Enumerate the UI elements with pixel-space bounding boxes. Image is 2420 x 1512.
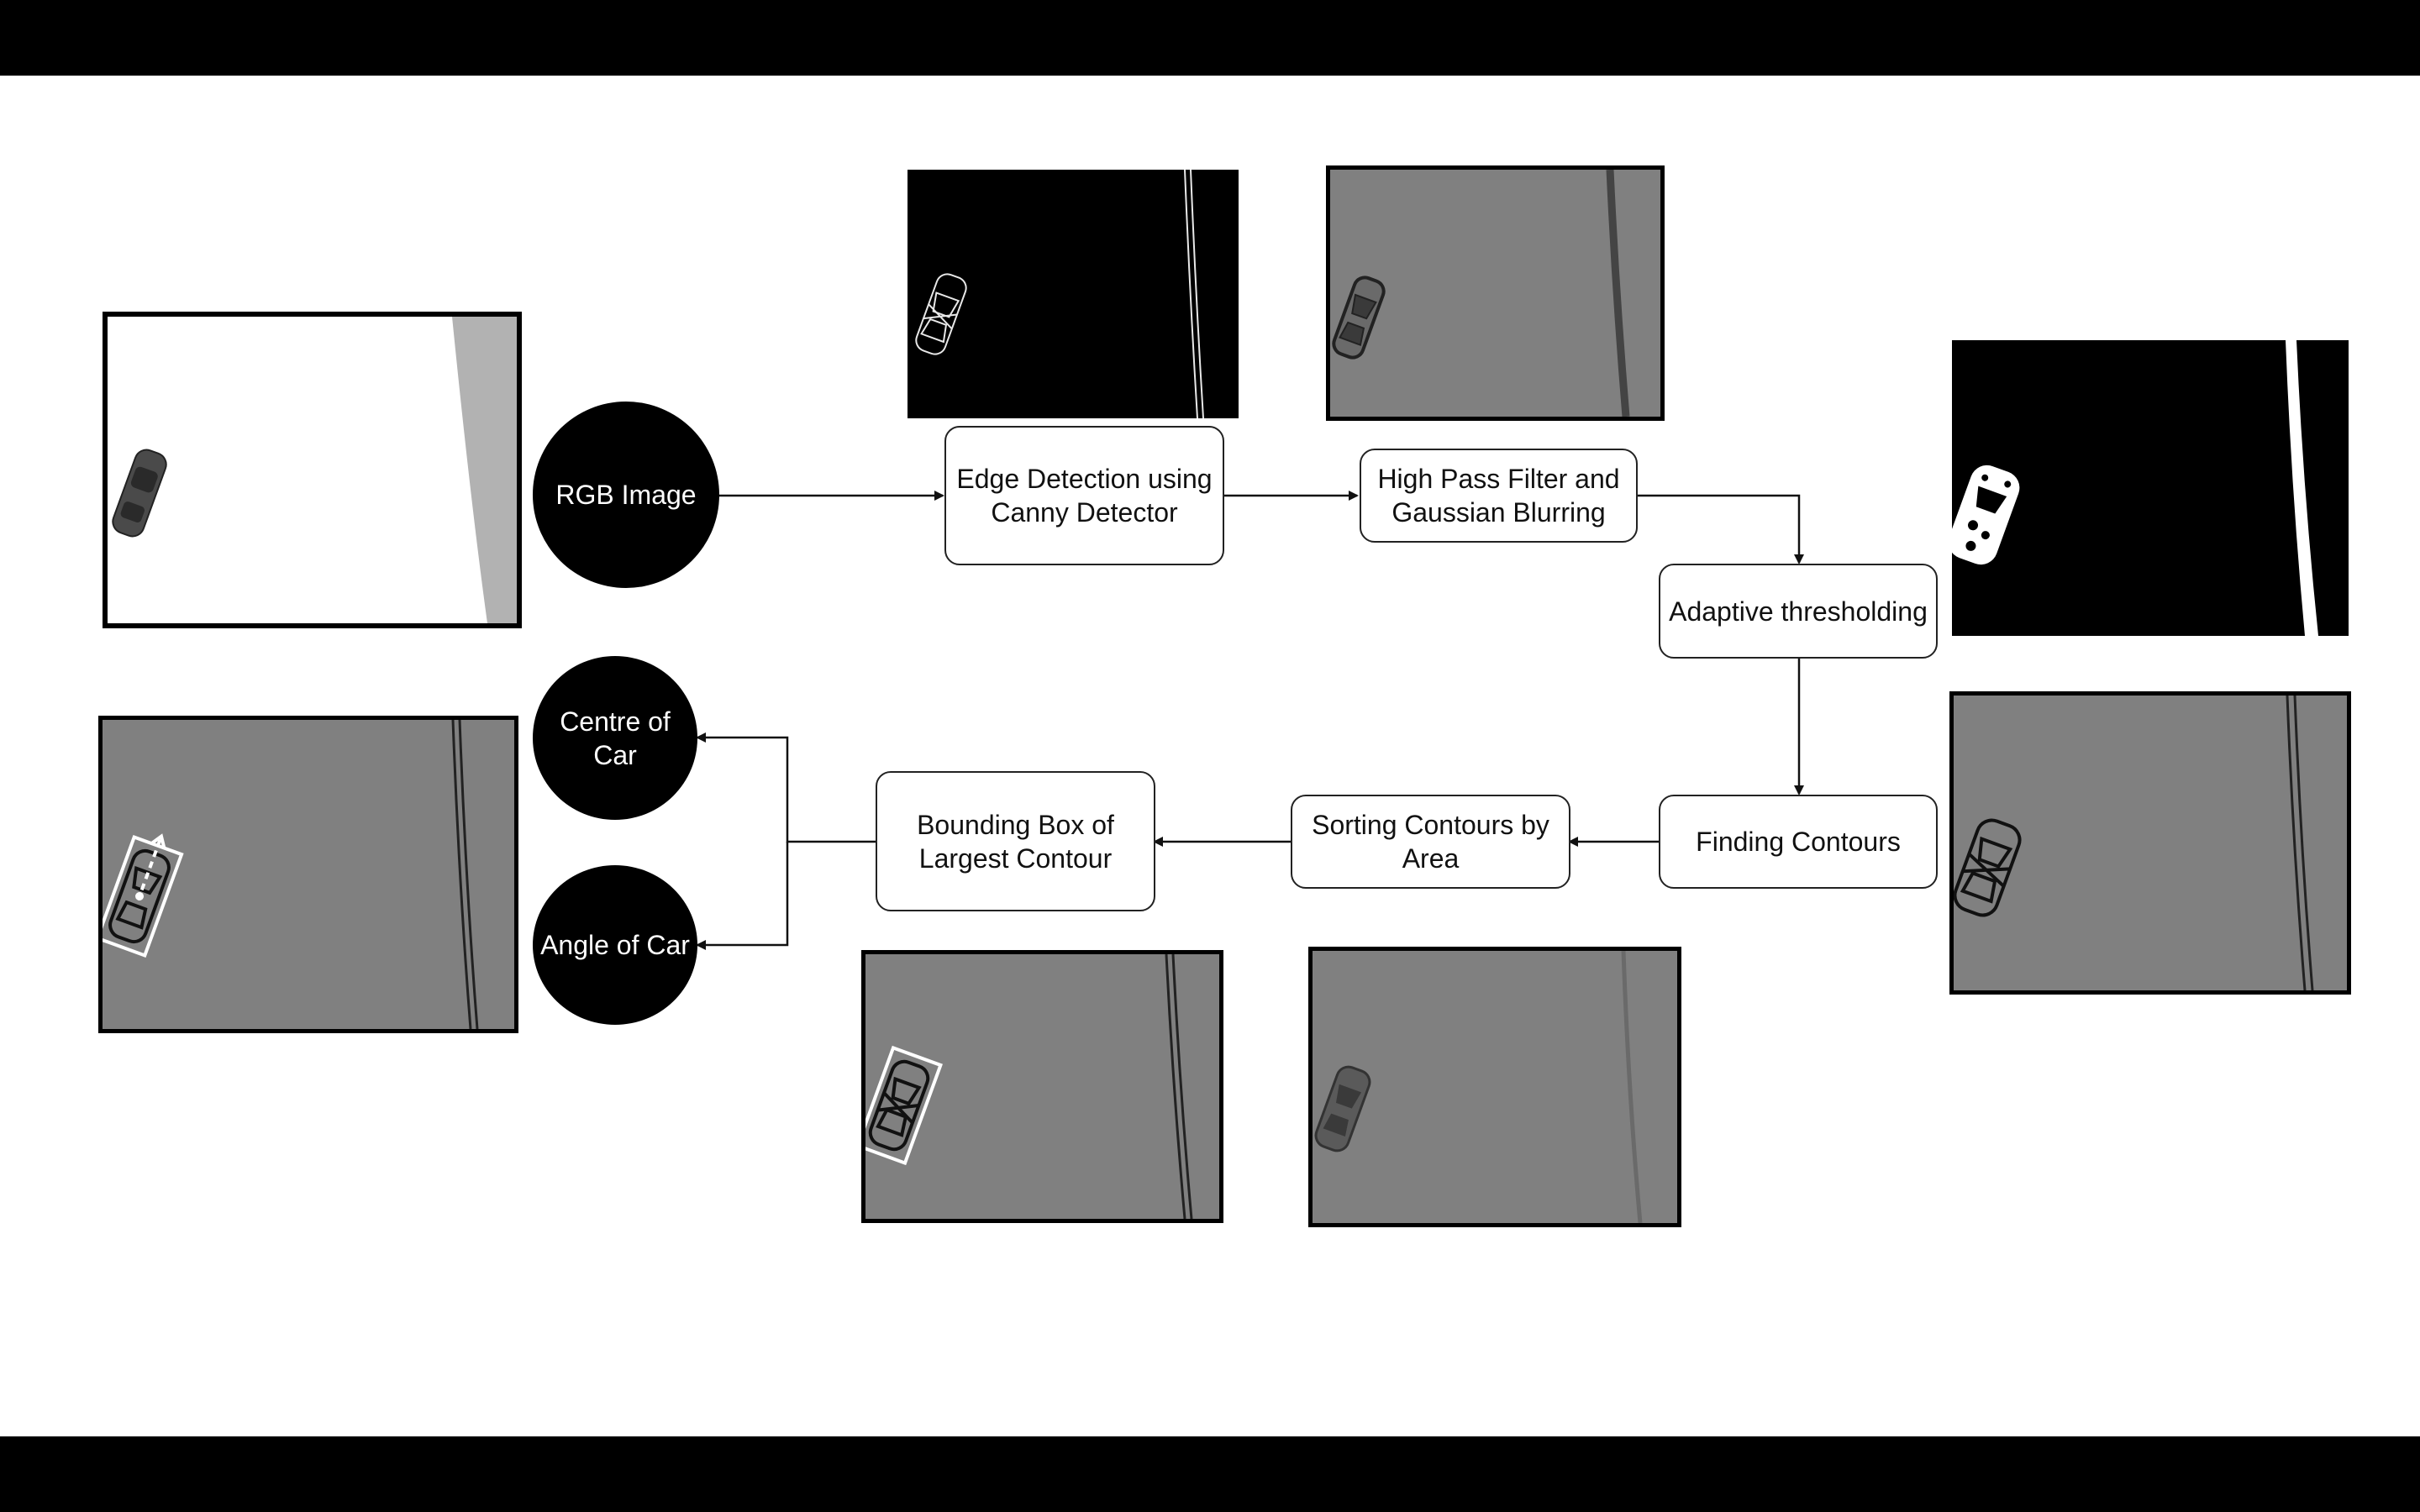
- high-pass-label: High Pass Filter and Gaussian Blurring: [1377, 464, 1620, 528]
- bottom-letterbox-bar: [0, 1436, 2420, 1512]
- bounding-box-thumbnail: [861, 950, 1223, 1223]
- rgb-image-label: RGB Image: [555, 480, 697, 510]
- finding-contours-thumbnail: [1949, 691, 2351, 995]
- finding-contours-node: Finding Contours: [1659, 795, 1938, 889]
- high-pass-thumbnail: [1326, 165, 1665, 421]
- edge-detection-thumbnail: [908, 170, 1239, 418]
- high-pass-node: High Pass Filter and Gaussian Blurring: [1360, 449, 1638, 543]
- edge-detection-node: Edge Detection using Canny Detector: [944, 426, 1224, 565]
- sorting-contours-thumbnail: [1308, 947, 1681, 1227]
- result-thumbnail: [98, 716, 518, 1033]
- edge-detection-label: Edge Detection using Canny Detector: [956, 464, 1213, 528]
- connector-bbox-to-outputs: [696, 732, 876, 843]
- sorting-contours-node: Sorting Contours by Area: [1291, 795, 1570, 889]
- centre-of-car-label: Centre of Car: [560, 706, 671, 770]
- top-letterbox-bar: [0, 0, 2420, 76]
- adaptive-threshold-thumbnail: [1952, 340, 2349, 636]
- arrow-highpass-to-threshold: [1637, 494, 1804, 564]
- finding-contours-label: Finding Contours: [1696, 827, 1901, 857]
- rgb-image-thumbnail: [103, 312, 522, 628]
- rgb-image-node: RGB Image: [533, 402, 719, 588]
- bounding-box-node: Bounding Box of Largest Contour: [876, 771, 1155, 911]
- adaptive-threshold-node: Adaptive thresholding: [1659, 564, 1938, 659]
- bounding-box-label: Bounding Box of Largest Contour: [917, 809, 1114, 874]
- connector-bbox-to-angle: [696, 842, 789, 950]
- angle-of-car-label: Angle of Car: [540, 930, 690, 960]
- centre-of-car-node: Centre of Car: [533, 656, 697, 820]
- sorting-contours-label: Sorting Contours by Area: [1312, 810, 1549, 874]
- adaptive-threshold-label: Adaptive thresholding: [1669, 596, 1928, 627]
- angle-of-car-node: Angle of Car: [533, 865, 697, 1025]
